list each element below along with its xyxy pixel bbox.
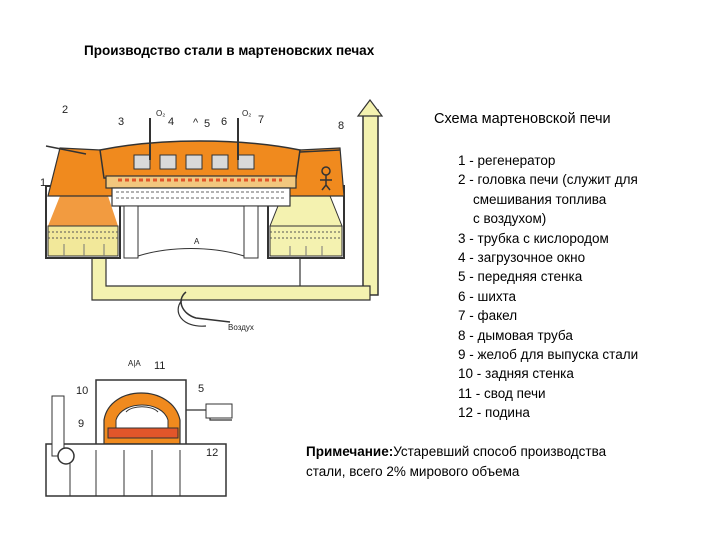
legend-item: 1 - регенератор — [458, 153, 556, 168]
note: Примечание:Устаревший способ производств… — [306, 442, 636, 481]
label-2: 2 — [62, 104, 68, 116]
legend-item: 12 - подина — [458, 405, 530, 421]
label-aa: А|А — [128, 359, 141, 368]
smoke-stack — [356, 99, 384, 296]
left-regenerator — [45, 185, 121, 259]
label-7: 7 — [258, 114, 264, 126]
legend-item: смешивания топлива — [458, 191, 607, 207]
legend-item: 3 - трубка с кислородом — [458, 230, 609, 246]
air-duct — [91, 257, 371, 327]
legend-item: 2 - головка печи (служит для — [458, 172, 638, 188]
label-5-section: 5 — [198, 383, 204, 395]
label-a: A — [194, 237, 200, 246]
legend-item: 8 - дымовая труба — [458, 327, 573, 343]
legend-item: 7 - факел — [458, 308, 518, 324]
legend-item: 5 - передняя стенка — [458, 269, 583, 285]
legend: 1 - регенератор 2 - головка печи (служит… — [458, 151, 638, 423]
charging-windows — [133, 154, 255, 170]
page-title: Производство стали в мартеновских печах — [84, 43, 375, 58]
label-o2-left: O₂ — [156, 109, 165, 118]
label-1: 1 — [40, 177, 46, 189]
legend-item: 11 - свод печи — [458, 385, 546, 401]
legend-item: с воздухом) — [458, 211, 547, 227]
furnace-chamber — [47, 140, 345, 207]
label-12: 12 — [206, 447, 218, 459]
oxygen-lances — [45, 118, 341, 160]
label-11: 11 — [154, 360, 165, 372]
label-10: 10 — [76, 385, 88, 397]
label-4: 4 — [168, 116, 174, 128]
label-9: 9 — [78, 418, 84, 430]
legend-item: 4 - загрузочное окно — [458, 250, 586, 266]
label-o2-right: O₂ — [242, 109, 251, 118]
label-3: 3 — [118, 116, 124, 128]
legend-item: 10 - задняя стенка — [458, 366, 574, 382]
label-6: 6 — [221, 116, 227, 128]
valve-icon — [320, 166, 332, 191]
label-a-symbol: ^ — [193, 117, 199, 129]
legend-item: 6 - шихта — [458, 288, 517, 304]
note-label: Примечание: — [306, 444, 394, 459]
foundation — [123, 205, 259, 259]
note-text: Устаревший способ производства стали, вс… — [306, 444, 607, 479]
label-air: Воздух — [228, 323, 254, 332]
legend-item: 9 - желоб для выпуска стали — [458, 347, 639, 363]
cross-section-aa — [45, 379, 233, 497]
scheme-title: Схема мартеновской печи — [434, 111, 611, 127]
label-8: 8 — [338, 120, 344, 132]
label-5: 5 — [204, 118, 210, 130]
